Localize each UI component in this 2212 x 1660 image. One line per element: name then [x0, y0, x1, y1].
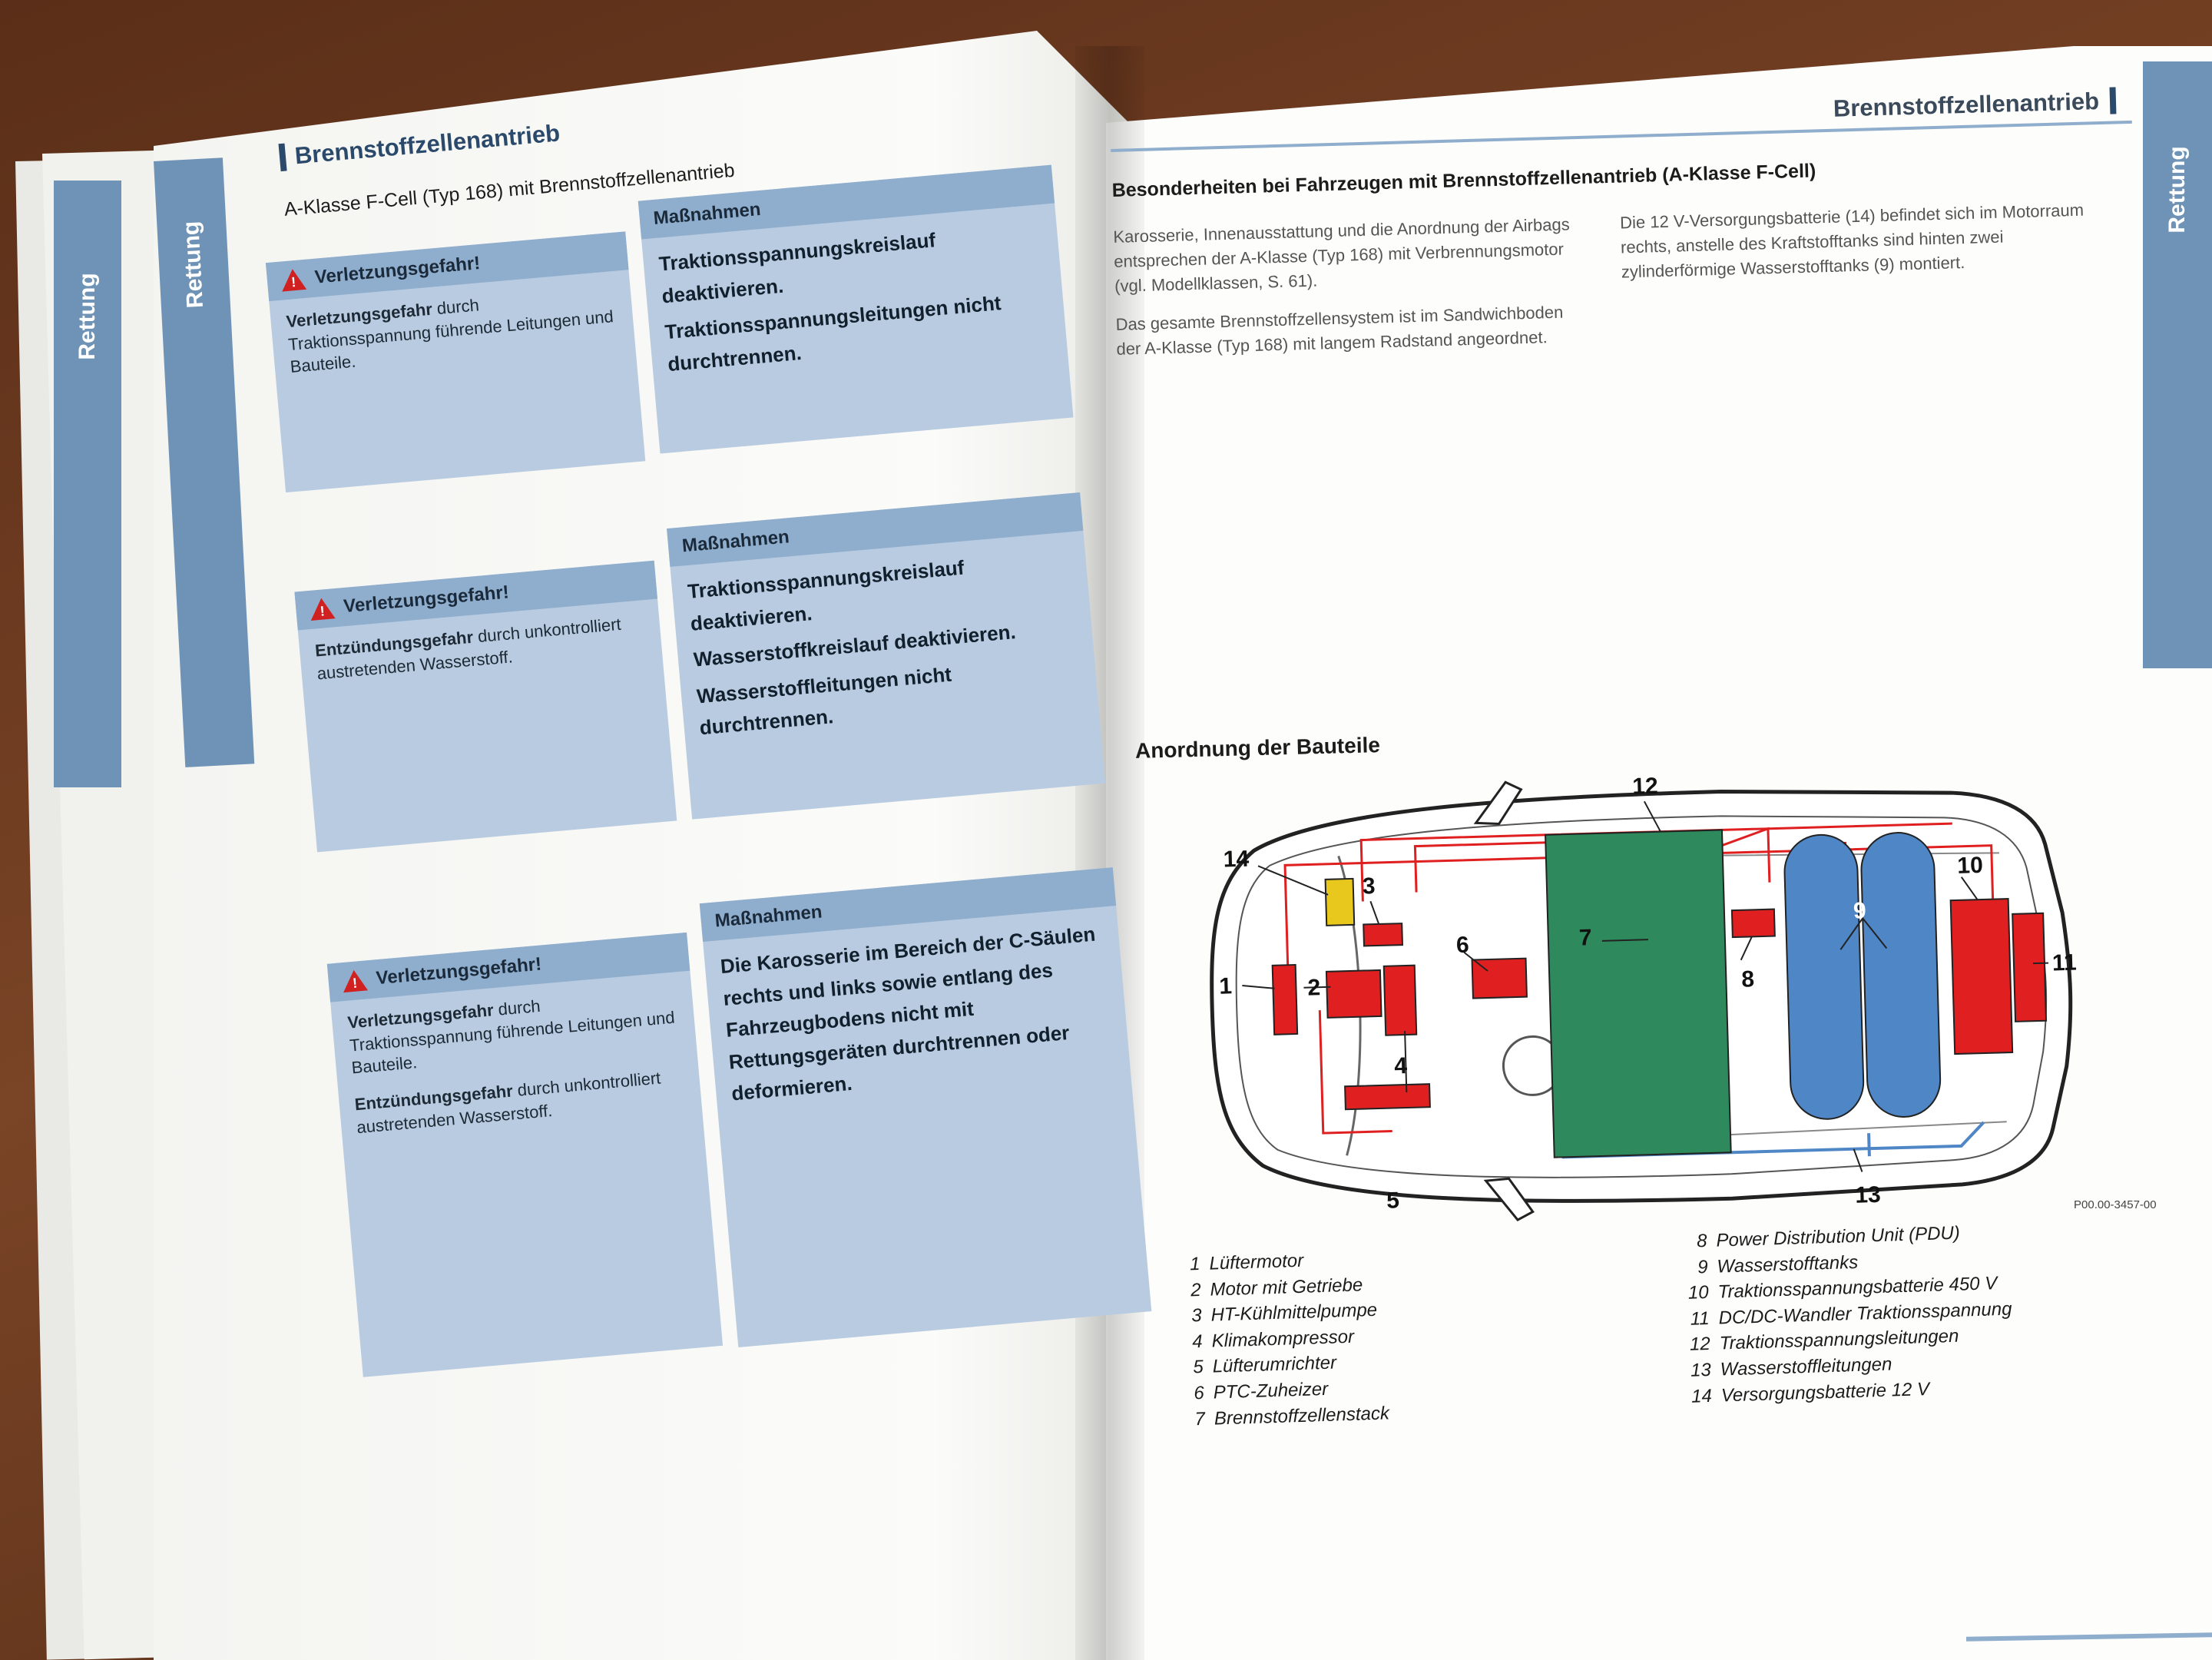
measures-text: Traktionsspannungskreislauf deaktivieren…: [670, 531, 1100, 761]
callout-1: 1: [1219, 973, 1233, 999]
back-tab-label: Rettung: [75, 273, 100, 360]
component-layout-diagram: 14 1 2 3 4 5 6 7 8 9 10 11 12 13: [1210, 774, 2078, 1221]
hazard-panel: ! Verletzungsgefahr! Verletzungsgefahr d…: [326, 932, 724, 1377]
paragraph: Das gesamte Brennstoffzellensystem ist i…: [1115, 302, 1564, 359]
battery-12v-shape: [1324, 877, 1356, 926]
right-content: Brennstoffzellenantrieb Besonderheiten b…: [1110, 87, 2138, 375]
section-heading: Besonderheiten bei Fahrzeugen mit Brenns…: [1111, 160, 1816, 201]
callout-13: 13: [1855, 1182, 1881, 1208]
warning-triangle-icon: !: [341, 969, 368, 993]
callout-2: 2: [1307, 975, 1321, 1000]
hazard-text: Verletzungsgefahr durch Traktionsspannun…: [330, 971, 704, 1165]
warning-label: Verletzungsgefahr!: [313, 253, 482, 288]
left-content: Brennstoffzellenantrieb A-Klasse F-Cell …: [253, 48, 1213, 1380]
measures-panel: Maßnahmen Traktionsspannungskreislauf de…: [637, 164, 1074, 454]
motor-gearbox-shape: [1325, 969, 1382, 1019]
left-tab-label: Rettung: [178, 220, 209, 309]
text-column-1: Karosserie, Innenausstattung und die Ano…: [1113, 212, 1593, 376]
back-page-tab: Rettung: [54, 181, 121, 787]
hazard-panel: ! Verletzungsgefahr! Verletzungsgefahr d…: [265, 231, 646, 493]
callout-5: 5: [1386, 1188, 1400, 1213]
text-columns: Karosserie, Innenausstattung und die Ano…: [1113, 197, 2138, 376]
callout-7: 7: [1578, 925, 1592, 950]
right-tab-label: Rettung: [2164, 146, 2190, 234]
pdu-shape: [1730, 908, 1776, 939]
warning-triangle-icon: !: [280, 267, 307, 292]
hydrogen-tank-shape: [1860, 832, 1942, 1118]
measures-label: Maßnahmen: [652, 198, 762, 230]
callout-leaders: [1242, 800, 2048, 1172]
callout-12: 12: [1632, 774, 1658, 800]
ptc-heater-shape: [1471, 957, 1528, 999]
paragraph: Die 12 V-Versorgungsbatterie (14) befind…: [1619, 200, 2085, 282]
book-spine: [1075, 46, 1144, 1660]
hazard-block-2: ! Verletzungsgefahr! Entzündungsgefahr d…: [292, 487, 1167, 853]
fan-motor-shape: [1271, 963, 1299, 1035]
fuel-cell-stack-shape: [1545, 829, 1732, 1158]
callout-8: 8: [1741, 966, 1755, 992]
paragraph: Karosserie, Innenausstattung und die Ano…: [1113, 214, 1570, 296]
hazard-block-3: ! Verletzungsgefahr! Verletzungsgefahr d…: [325, 862, 1213, 1380]
callout-4: 4: [1394, 1053, 1408, 1079]
callout-11: 11: [2052, 950, 2078, 976]
traction-battery-shape: [1949, 898, 2014, 1055]
fan-inverter-shape: [1344, 1083, 1431, 1111]
callout-14: 14: [1223, 847, 1250, 873]
text-column-2: Die 12 V-Versorgungsbatterie (14) befind…: [1620, 197, 2100, 361]
action-item: Die Karosserie im Bereich der C-Säulen r…: [719, 922, 1097, 1105]
ac-compressor-shape: [1382, 964, 1418, 1036]
hazard-panel: ! Verletzungsgefahr! Entzündungsgefahr d…: [294, 560, 677, 853]
callout-6: 6: [1456, 933, 1470, 958]
dcdc-converter-shape: [2012, 912, 2048, 1022]
measures-text: Die Karosserie im Bereich der C-Säulen r…: [703, 906, 1132, 1127]
right-section-tab: Rettung: [2143, 61, 2212, 668]
measures-panel: Maßnahmen Traktionsspannungskreislauf de…: [667, 492, 1106, 820]
measures-label: Maßnahmen: [680, 526, 790, 557]
figure-code: P00.00-3457-00: [2074, 1198, 2157, 1211]
measures-label: Maßnahmen: [714, 901, 823, 932]
warning-label: Verletzungsgefahr!: [375, 953, 543, 989]
coolant-pump-shape: [1363, 923, 1404, 947]
warning-label: Verletzungsgefahr!: [343, 581, 510, 618]
measures-panel: Maßnahmen Die Karosserie im Bereich der …: [699, 867, 1152, 1348]
callout-10: 10: [1957, 853, 1983, 879]
callout-3: 3: [1362, 873, 1376, 899]
hydrogen-tank-shape: [1783, 833, 1865, 1120]
callout-9: 9: [1853, 898, 1867, 923]
warning-triangle-icon: !: [309, 597, 336, 621]
